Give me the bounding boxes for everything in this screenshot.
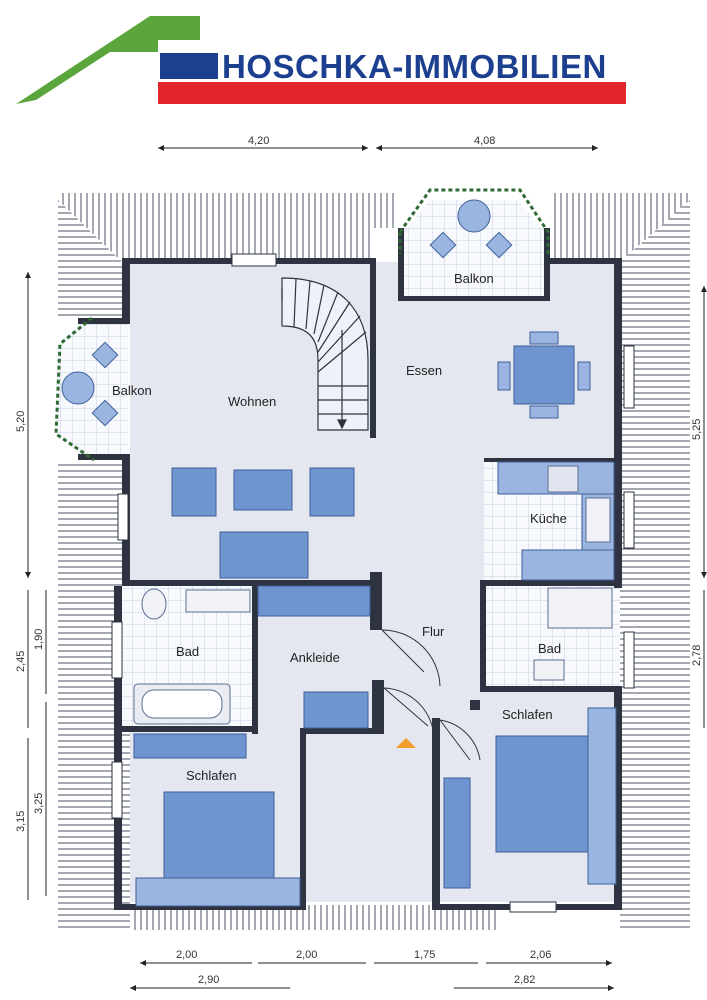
logo-text: HOSCHKA-IMMOBILIEN — [222, 48, 607, 85]
bed-end — [135, 877, 301, 907]
balkon-chair — [429, 231, 457, 259]
window — [623, 631, 635, 689]
dimension-labels: 4,20 4,08 5,20 5,20 2,45 3,15 1,90 3,25 … — [15, 135, 703, 986]
dim-right-2: 2,78 — [691, 645, 703, 666]
room-label-schlafen-right: Schlafen — [502, 707, 553, 722]
wardrobe — [303, 691, 369, 729]
dining-chair — [497, 361, 511, 391]
window — [623, 491, 635, 549]
room-label-schlafen-left: Schlafen — [186, 768, 237, 783]
dining-chair — [529, 331, 559, 345]
wardrobe — [133, 733, 247, 759]
dim-left-inner-1: 1,90 — [33, 629, 45, 650]
dim-bottom-4: 2,06 — [530, 949, 551, 961]
staircase — [281, 277, 369, 431]
dim-left-inner-2: 3,25 — [33, 793, 45, 814]
dim-bottom-5: 2,90 — [198, 974, 219, 986]
logo-roof-shape — [16, 16, 200, 104]
window — [111, 761, 123, 819]
kitchen-counter — [521, 549, 615, 581]
logo: HOSCHKA-IMMOBILIEN — [16, 16, 626, 104]
logo-red-band — [158, 82, 626, 104]
stove — [547, 465, 579, 493]
window — [111, 621, 123, 679]
entrance-arrow-icon — [396, 738, 416, 748]
sink — [585, 497, 611, 543]
window — [231, 253, 277, 267]
door-entrance — [383, 687, 435, 739]
balcony-railings — [54, 188, 550, 462]
dining-chair — [529, 405, 559, 419]
door-flur-top — [381, 629, 441, 687]
furniture — [61, 199, 617, 907]
double-sink — [185, 589, 251, 613]
dim-top-2: 4,08 — [474, 135, 495, 147]
bed — [495, 735, 589, 853]
logo-blue-block — [160, 53, 218, 79]
dim-bottom-1: 2,00 — [176, 949, 197, 961]
balkon-top-tiles — [404, 232, 544, 298]
room-labels: Balkon Balkon Wohnen Essen Küche Bad Ank… — [112, 271, 567, 783]
dimension-lines — [27, 147, 705, 989]
coffee-table — [233, 469, 293, 511]
dim-left-outer-1: 5,20 — [15, 411, 27, 432]
dim-right-1: 5,25 — [691, 419, 703, 440]
windows — [111, 253, 635, 913]
room-label-ankleide: Ankleide — [290, 650, 340, 665]
dim-bottom-2: 2,00 — [296, 949, 317, 961]
wardrobe — [257, 585, 371, 617]
room-label-flur: Flur — [422, 624, 445, 639]
bed — [163, 791, 275, 881]
window — [623, 345, 635, 409]
dim-bottom-6: 2,82 — [514, 974, 535, 986]
balkon-chair — [91, 341, 119, 369]
doors — [381, 629, 481, 761]
window — [117, 493, 129, 541]
shower — [547, 587, 613, 629]
room-label-balkon-top: Balkon — [454, 271, 494, 286]
dim-left-outer-3: 3,15 — [15, 811, 27, 832]
dining-chair — [577, 361, 591, 391]
dining-table — [513, 345, 575, 405]
toilet — [141, 588, 167, 620]
armchair — [171, 467, 217, 517]
room-label-wohnen: Wohnen — [228, 394, 276, 409]
dim-bottom-3: 1,75 — [414, 949, 435, 961]
room-label-bad-right: Bad — [538, 641, 561, 656]
room-label-balkon-left: Balkon — [112, 383, 152, 398]
room-label-kueche: Küche — [530, 511, 567, 526]
dim-top-1: 4,20 — [248, 135, 269, 147]
dimension-arrowheads — [25, 145, 707, 991]
washbasin — [533, 659, 565, 681]
sofa — [219, 531, 309, 579]
balkon-chair — [485, 231, 513, 259]
walls — [78, 228, 622, 910]
door-schlafen-right — [439, 719, 481, 761]
room-label-essen: Essen — [406, 363, 442, 378]
dim-left-outer-2: 2,45 — [15, 651, 27, 672]
balkon-table — [61, 371, 95, 405]
room-label-bad-left: Bad — [176, 644, 199, 659]
balkon-chair — [91, 399, 119, 427]
armchair — [309, 467, 355, 517]
balkon-table — [457, 199, 491, 233]
bed-end — [587, 707, 617, 885]
wardrobe — [443, 777, 471, 889]
window — [509, 901, 557, 913]
